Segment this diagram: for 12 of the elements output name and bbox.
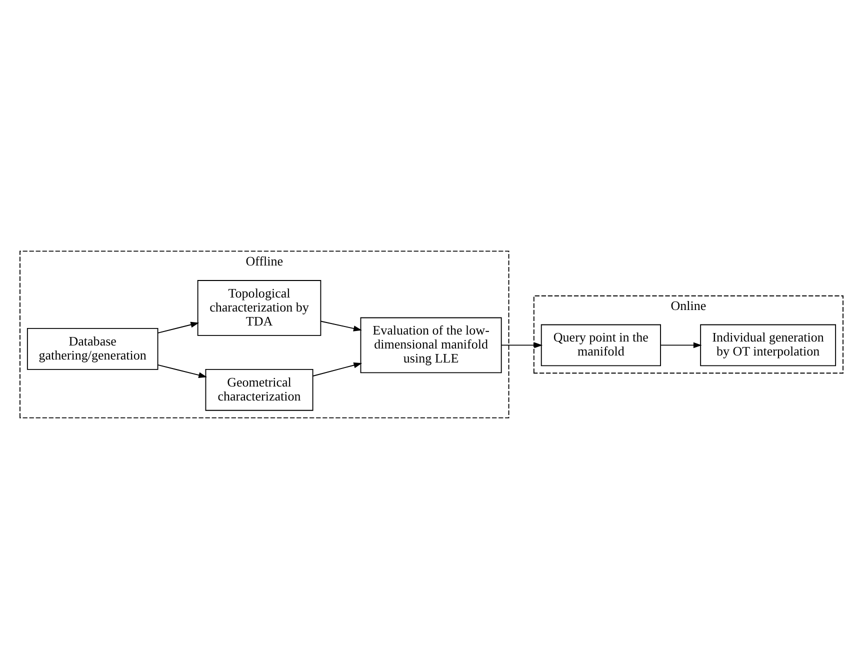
node-box: Evaluation of the low-dimensional manifold using LLE (360, 316, 502, 373)
arrow (501, 342, 543, 348)
arrow (660, 342, 702, 348)
arrow (320, 320, 362, 331)
node-box: Query point in the manifold (540, 324, 661, 366)
arrow (312, 362, 362, 376)
arrow (158, 364, 208, 378)
arrow (158, 321, 200, 333)
node-box: Individual generation by OT interpolation (700, 324, 836, 366)
node-box: Topological characterization by TDA (197, 280, 322, 336)
node-box: Database gathering/generation (26, 327, 158, 370)
node-box: Geometrical characterization (205, 368, 314, 410)
